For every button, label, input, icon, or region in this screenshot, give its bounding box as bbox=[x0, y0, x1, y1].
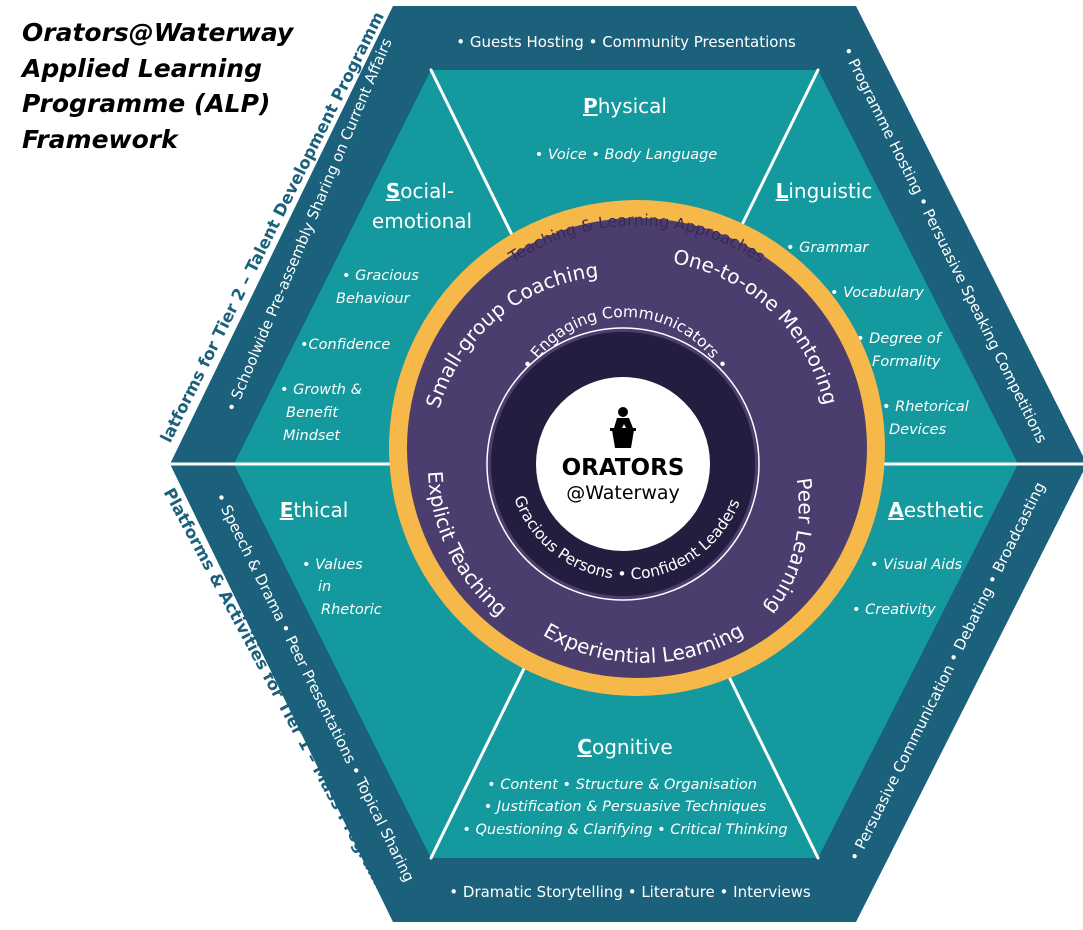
platform-bottom: • Dramatic Storytelling • Literature • I… bbox=[449, 883, 811, 901]
domain-title-line2: emotional bbox=[372, 209, 472, 233]
domain-item: Mindset bbox=[283, 428, 341, 444]
domain-item: • Grammar bbox=[786, 240, 869, 256]
speaker-at-podium-icon bbox=[610, 407, 636, 448]
domain-social-emotional: Social- emotional • Gracious Behaviour •… bbox=[280, 179, 472, 444]
center-disc bbox=[536, 377, 710, 551]
domain-title: Social- bbox=[386, 179, 454, 203]
title-line: Programme (ALP) bbox=[22, 89, 270, 118]
domain-item: • Degree of bbox=[856, 331, 943, 347]
domain-title: Linguistic bbox=[776, 179, 873, 203]
center-brand-sub: @Waterway bbox=[566, 482, 680, 504]
domain-item: • Growth & bbox=[280, 382, 362, 398]
domain-item: Rhetoric bbox=[321, 602, 382, 618]
domain-item: • Voice • Body Language bbox=[535, 147, 718, 163]
framework-title: Orators@Waterway Applied Learning Progra… bbox=[20, 18, 295, 154]
domain-title: Physical bbox=[583, 94, 667, 118]
domain-item: Formality bbox=[872, 354, 941, 370]
domain-item: • Vocabulary bbox=[830, 285, 924, 301]
domain-item: • Rhetorical bbox=[882, 399, 969, 415]
domain-aesthetic: Aesthetic • Visual Aids • Creativity bbox=[852, 498, 984, 618]
domain-title: Aesthetic bbox=[888, 498, 983, 522]
domain-item: • Questioning & Clarifying • Critical Th… bbox=[462, 822, 787, 838]
domain-item: Devices bbox=[889, 422, 947, 438]
center-brand-main: ORATORS bbox=[562, 455, 685, 481]
domain-item: in bbox=[318, 579, 331, 595]
domain-linguistic: Linguistic • Grammar • Vocabulary • Degr… bbox=[776, 179, 969, 438]
domain-item: • Gracious bbox=[342, 268, 419, 284]
domain-item: Behaviour bbox=[336, 291, 411, 307]
platform-top: • Guests Hosting • Community Presentatio… bbox=[456, 33, 796, 51]
attributes-outline bbox=[486, 327, 760, 601]
domain-physical: Physical • Voice • Body Language bbox=[535, 94, 718, 163]
title-line: Applied Learning bbox=[20, 54, 262, 83]
domain-title: Cognitive bbox=[577, 735, 672, 759]
title-line: Orators@Waterway bbox=[22, 18, 295, 47]
domain-item: • Content • Structure & Organisation bbox=[487, 777, 757, 793]
title-line: Framework bbox=[22, 125, 179, 154]
domain-cognitive: Cognitive • Content • Structure & Organi… bbox=[462, 735, 787, 838]
domain-item: • Values bbox=[302, 557, 363, 573]
domain-ethical: Ethical • Values in Rhetoric bbox=[280, 498, 382, 618]
domain-item: • Visual Aids bbox=[870, 557, 963, 573]
domain-item: Benefit bbox=[286, 405, 339, 421]
domain-item: •Confidence bbox=[300, 337, 390, 353]
domain-item: • Creativity bbox=[852, 602, 936, 618]
domain-item: • Justification & Persuasive Techniques bbox=[484, 799, 767, 815]
domain-title: Ethical bbox=[280, 498, 349, 522]
